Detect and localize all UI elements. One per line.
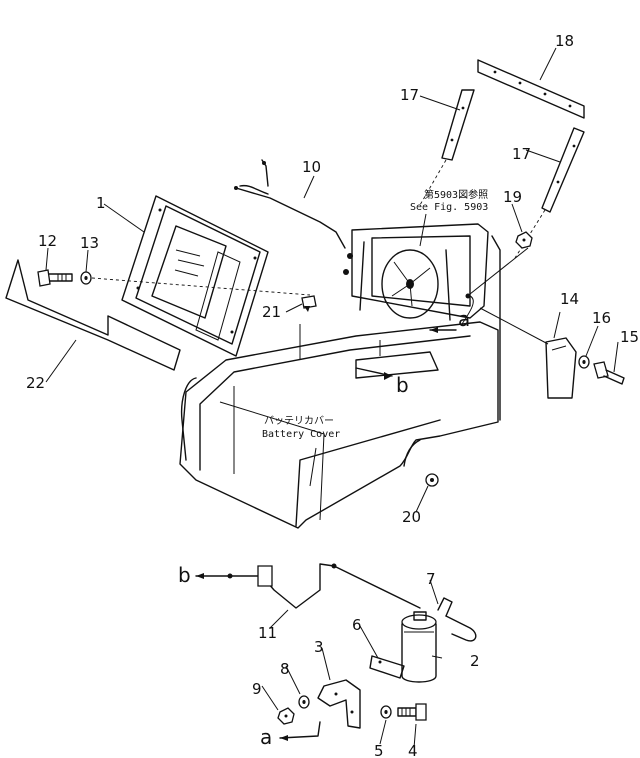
bolt-part-4: [397, 703, 427, 721]
callout-2: 2: [470, 652, 480, 670]
reference-notes: 第5903図参照 See Fig. 5903 バッテリカバー Battery C…: [262, 188, 488, 440]
washer-part-13: [80, 271, 92, 285]
connector-b-bottom: [195, 573, 229, 579]
callout-4: 4: [408, 742, 418, 758]
callout-17-right: 17: [512, 145, 531, 163]
callout-10: 10: [302, 158, 321, 176]
plug-part-21: [301, 295, 317, 312]
connector-a-top: [429, 295, 474, 333]
callout-19: 19: [503, 188, 522, 206]
callout-17-left: 17: [400, 86, 419, 104]
top-bar-part-18: [477, 59, 585, 119]
callout-1: 1: [96, 194, 106, 212]
connector-letters: a b b a: [178, 307, 470, 749]
strap-part-17-left: [441, 89, 475, 161]
connector-label-b-top: b: [396, 373, 409, 397]
connector-b-top: [355, 367, 393, 380]
callout-16: 16: [592, 309, 611, 327]
battery-cover-body: [179, 235, 501, 529]
clamp-part-6: [369, 655, 405, 679]
callout-8: 8: [280, 660, 290, 678]
connector-label-a-bottom: a: [260, 725, 272, 749]
fig-ref-jp: 第5903図参照: [424, 188, 488, 201]
callout-11: 11: [258, 624, 277, 642]
grille-panel-part-1: [121, 195, 269, 357]
battery-cover-jp: バッテリカバー: [264, 415, 334, 427]
tube-part-11: [227, 563, 421, 609]
connector-label-b-bottom: b: [178, 563, 191, 587]
connector-label-a-top: a: [458, 307, 470, 331]
callout-7: 7: [426, 570, 436, 588]
grommet-part-20: [425, 473, 439, 487]
callout-labels: 18 17 17 10 19 1 12 13 21 14 16 15 22 20…: [26, 32, 639, 758]
fig-ref-en: See Fig. 5903: [410, 202, 488, 213]
washer-part-8: [298, 695, 310, 709]
side-cover-part-14: [545, 337, 577, 399]
battery-cover-en: Battery Cover: [262, 429, 340, 440]
callout-12: 12: [38, 232, 57, 250]
receiver-drier-part-2: [401, 611, 437, 683]
callout-6: 6: [352, 616, 362, 634]
fitting-part-7: [437, 597, 477, 642]
wire-harness-part-10: [234, 159, 346, 249]
bolt-part-12: [37, 269, 73, 287]
callout-5: 5: [374, 742, 384, 758]
washer-part-16: [578, 355, 590, 369]
callout-13: 13: [80, 234, 99, 252]
callout-15: 15: [620, 328, 639, 346]
callout-22: 22: [26, 374, 45, 392]
leader-lines: [45, 47, 619, 749]
bolt-part-15: [593, 361, 625, 385]
callout-9: 9: [252, 680, 262, 698]
nut-part-19: [515, 231, 533, 249]
fan-frame: [343, 223, 489, 321]
connector-a-bottom: [279, 721, 321, 741]
callout-20: 20: [402, 508, 421, 526]
nut-part-9: [277, 707, 295, 725]
callout-18: 18: [555, 32, 574, 50]
side-panel-part-22: [5, 259, 181, 371]
washer-part-5: [380, 705, 392, 719]
bracket-part-3: [317, 679, 361, 729]
strap-part-17-right: [541, 127, 585, 213]
callout-21: 21: [262, 303, 281, 321]
callout-3: 3: [314, 638, 324, 656]
callout-14: 14: [560, 290, 579, 308]
